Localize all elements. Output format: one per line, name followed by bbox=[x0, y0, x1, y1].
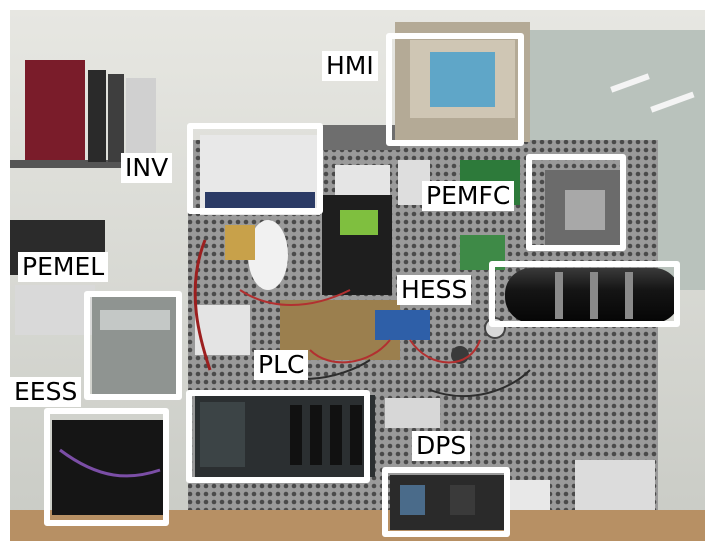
plc-label: PLC bbox=[254, 350, 309, 380]
binders bbox=[25, 60, 85, 160]
pemfc-label: PEMFC bbox=[422, 181, 515, 211]
battery-pack bbox=[52, 420, 167, 515]
dps-highlight-box bbox=[382, 467, 510, 537]
pemfc-highlight-box bbox=[526, 154, 626, 251]
lab-scene-photo bbox=[10, 10, 705, 541]
pemel-highlight-box bbox=[84, 291, 182, 400]
hess-label: HESS bbox=[397, 275, 472, 305]
hmi-screen bbox=[430, 52, 495, 107]
dps-label: DPS bbox=[412, 431, 471, 461]
plc-highlight-box bbox=[186, 390, 370, 483]
hmi-highlight-box bbox=[386, 33, 524, 146]
pemel-label: PEMEL bbox=[18, 252, 109, 282]
photo-frame: HMI INV PEMFC PEMEL HESS PLC EESS DPS bbox=[10, 10, 705, 541]
eess-label: EESS bbox=[10, 377, 82, 407]
hess-highlight-box bbox=[489, 261, 680, 327]
hmi-label: HMI bbox=[322, 51, 378, 81]
inv-highlight-box bbox=[187, 123, 323, 214]
inv-label: INV bbox=[121, 153, 173, 183]
shelf bbox=[10, 160, 130, 168]
eess-highlight-box bbox=[44, 408, 169, 526]
